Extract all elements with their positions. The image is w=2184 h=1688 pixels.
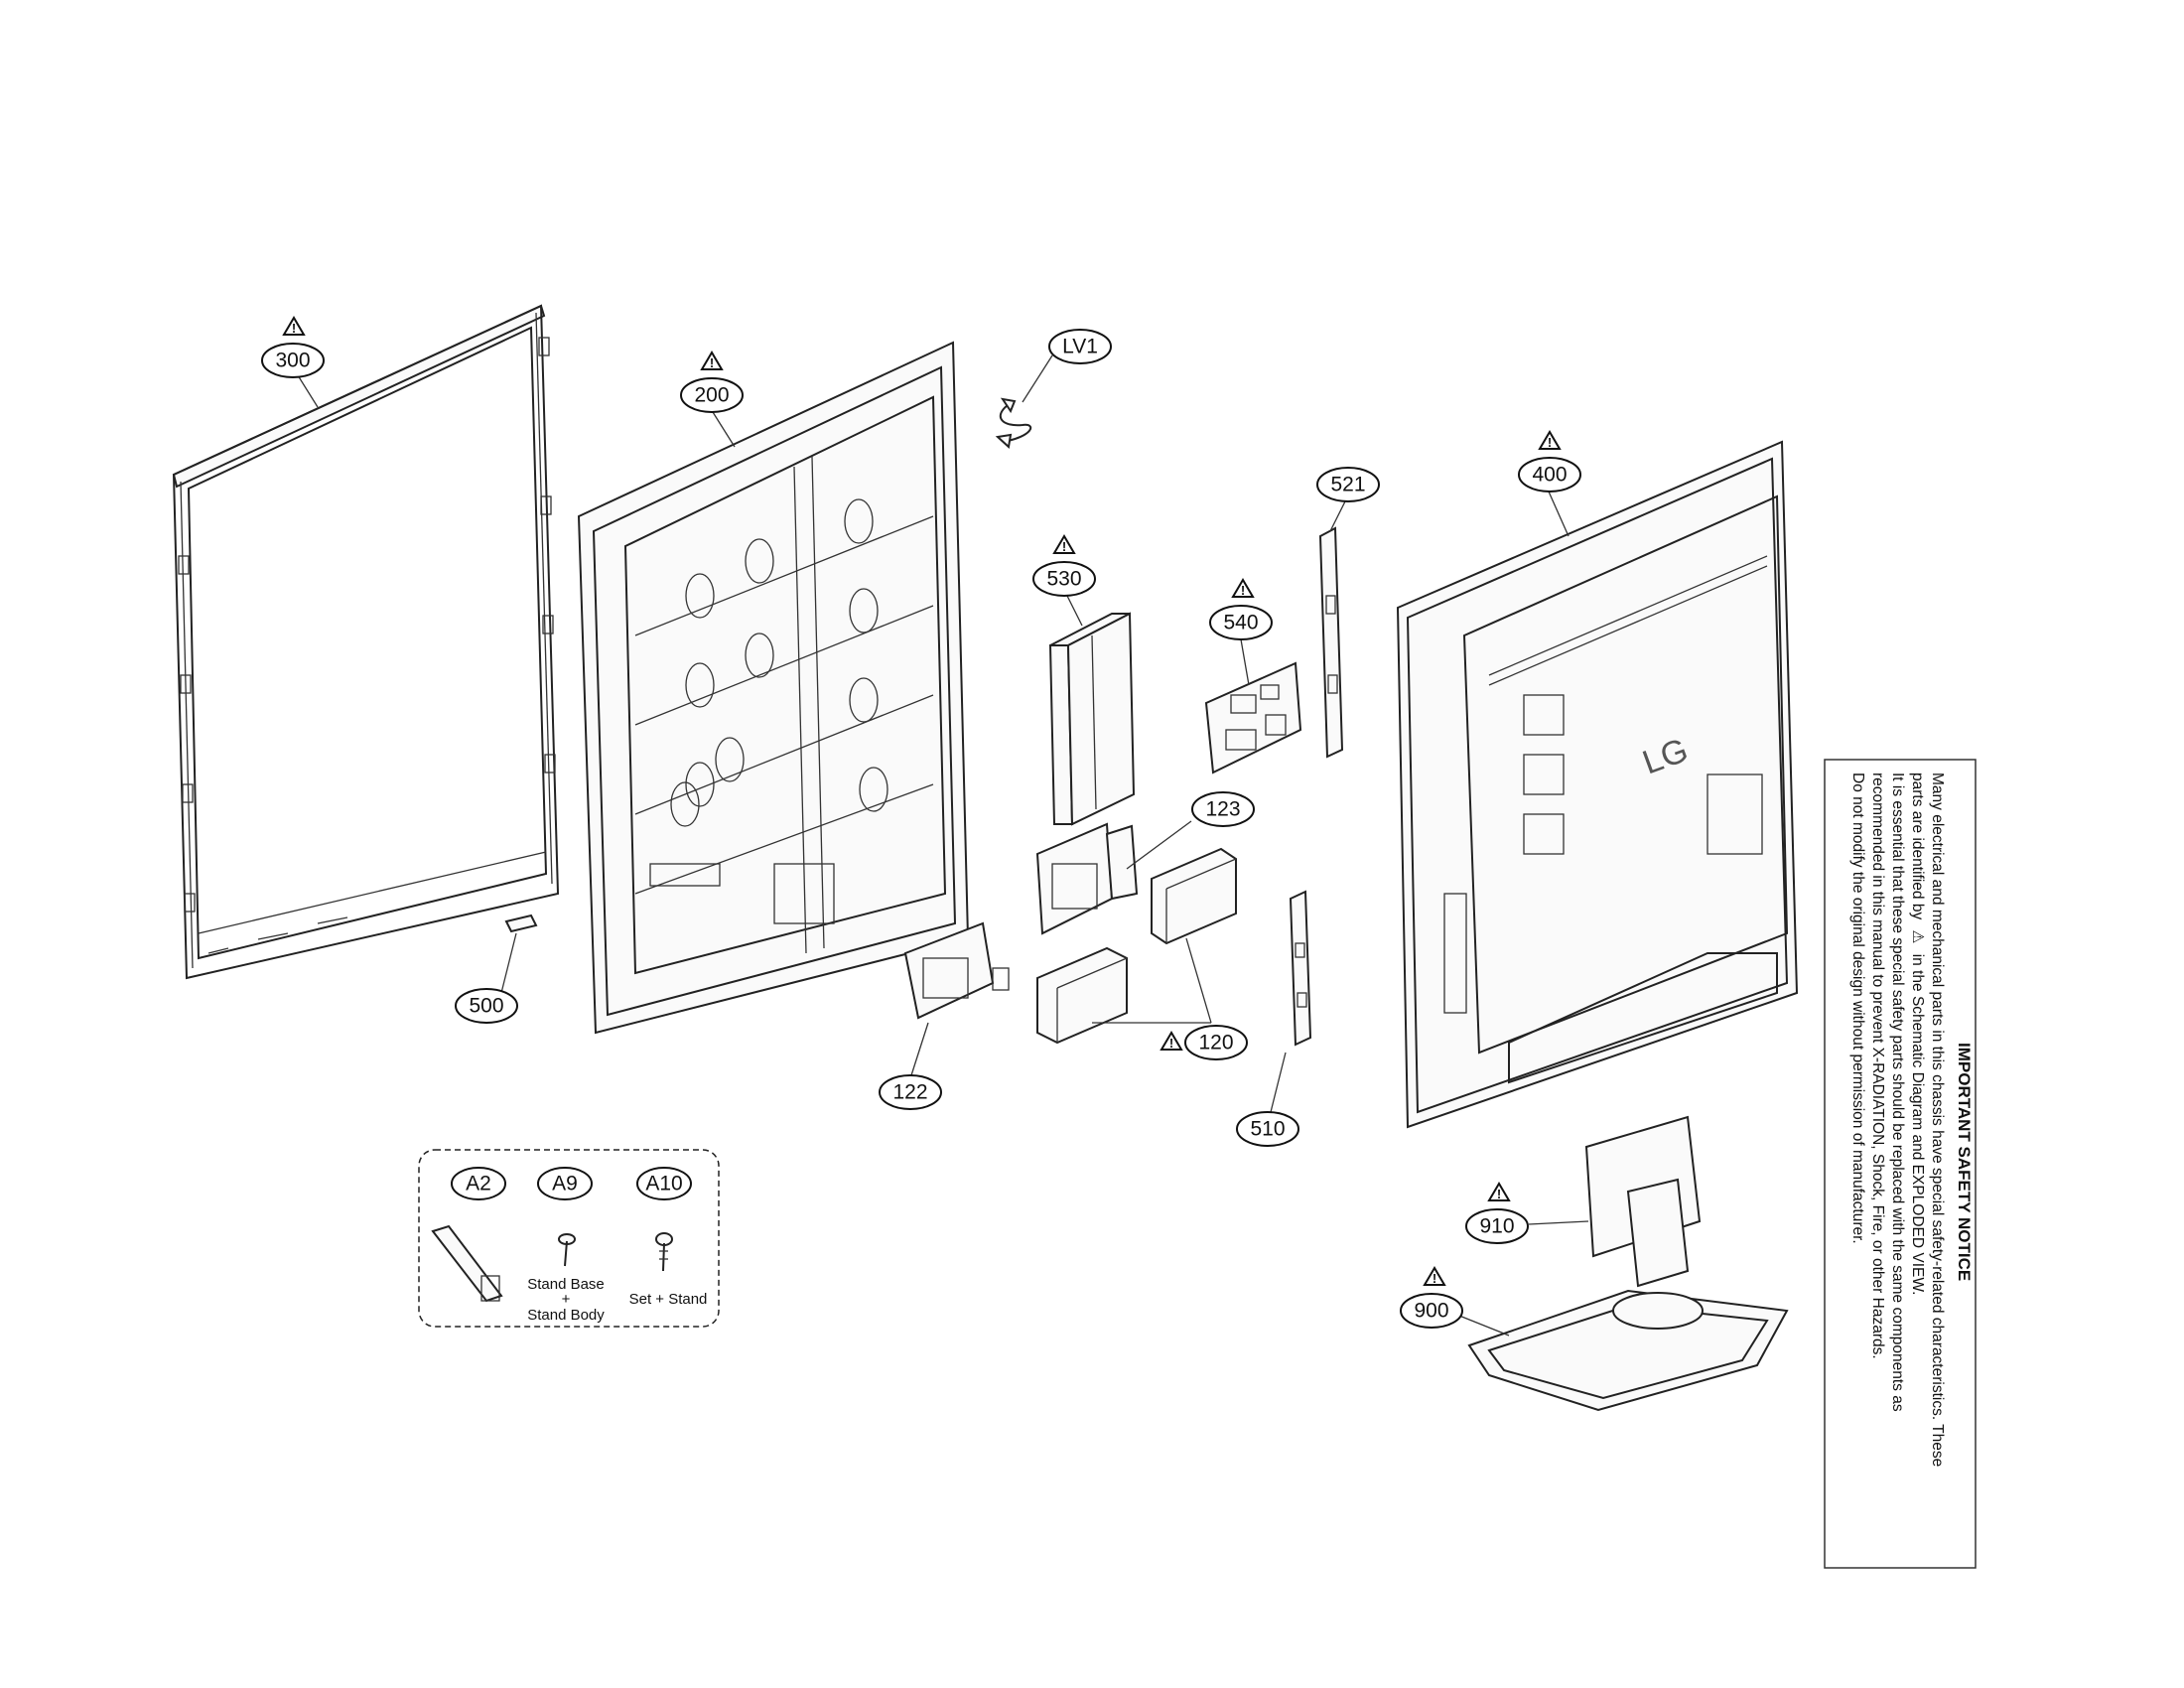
callout-530: 530 bbox=[1032, 561, 1096, 597]
callout-120: 120 bbox=[1184, 1025, 1248, 1060]
callout-a2: A2 bbox=[451, 1167, 506, 1200]
safety-notice-box: IMPORTANT SAFETY NOTICE Many electrical … bbox=[1824, 759, 1977, 1569]
callout-910: 910 bbox=[1465, 1208, 1529, 1244]
svg-text:!: ! bbox=[292, 321, 296, 336]
callout-123: 123 bbox=[1191, 791, 1255, 827]
warning-icon: ! bbox=[1231, 578, 1255, 598]
part-400-back-cover: LG bbox=[1396, 440, 1799, 1129]
part-300-front-frame bbox=[172, 304, 560, 980]
warning-icon: ! bbox=[700, 351, 724, 370]
part-123-bracket bbox=[1035, 822, 1139, 935]
svg-text:A2: A2 bbox=[466, 1173, 491, 1196]
warning-icon: ! bbox=[1052, 534, 1076, 554]
part-122-bracket bbox=[903, 921, 1010, 1020]
svg-text:900: 900 bbox=[1414, 1300, 1448, 1323]
callout-510: 510 bbox=[1236, 1111, 1299, 1147]
callout-500: 500 bbox=[455, 988, 518, 1024]
part-540-main-board bbox=[1204, 661, 1302, 774]
svg-text:510: 510 bbox=[1250, 1118, 1285, 1141]
callout-300: 300 bbox=[261, 343, 325, 378]
part-910-stand-body bbox=[1584, 1115, 1702, 1288]
warning-icon: ! bbox=[1487, 1182, 1511, 1201]
part-120-speaker-right bbox=[1151, 847, 1237, 945]
svg-text:521: 521 bbox=[1330, 474, 1365, 496]
part-510-side-board bbox=[1289, 890, 1312, 1047]
a10-label-line1: Set + Stand bbox=[629, 1291, 708, 1308]
svg-text:500: 500 bbox=[469, 995, 503, 1018]
svg-text:540: 540 bbox=[1223, 612, 1258, 634]
safety-notice-line2-post: in the Schematic Diagram and EXPLODED VI… bbox=[1909, 954, 1926, 1296]
svg-text:LV1: LV1 bbox=[1062, 336, 1098, 358]
svg-text:910: 910 bbox=[1479, 1215, 1514, 1238]
safety-notice-line5: Do not modify the original design withou… bbox=[1849, 773, 1866, 1244]
safety-notice-line2-pre: parts are identified by bbox=[1909, 773, 1926, 919]
a9-label-line3: Stand Body bbox=[527, 1307, 605, 1324]
callout-a10: A10 bbox=[636, 1167, 692, 1200]
safety-notice-line1: Many electrical and mechanical parts in … bbox=[1929, 773, 1946, 1467]
svg-text:A10: A10 bbox=[645, 1173, 682, 1196]
svg-text:!: ! bbox=[1062, 539, 1066, 554]
part-a2-cable-holder bbox=[431, 1224, 503, 1303]
part-500-clip bbox=[504, 914, 538, 933]
warning-icon: ! bbox=[1538, 430, 1562, 450]
callout-400: 400 bbox=[1518, 457, 1581, 492]
safety-notice-line3: It is essential that these special safet… bbox=[1889, 773, 1906, 1412]
svg-text:A9: A9 bbox=[552, 1173, 578, 1196]
callout-900: 900 bbox=[1400, 1293, 1463, 1329]
a9-label-line2: + bbox=[562, 1291, 571, 1308]
part-a10-screw bbox=[655, 1232, 673, 1272]
svg-text:!: ! bbox=[1433, 1271, 1436, 1286]
part-200-lcd-module bbox=[577, 341, 970, 1035]
part-521-bracket bbox=[1318, 526, 1344, 759]
part-a9-screw bbox=[558, 1233, 576, 1267]
svg-text:300: 300 bbox=[275, 350, 310, 372]
part-lv1-cable bbox=[995, 397, 1032, 449]
accessories-box bbox=[418, 1149, 720, 1328]
warning-icon: ! bbox=[1160, 1031, 1183, 1051]
callout-540: 540 bbox=[1209, 605, 1273, 640]
a9-label-line1: Stand Base bbox=[527, 1276, 605, 1293]
callout-200: 200 bbox=[680, 377, 744, 413]
callout-122: 122 bbox=[879, 1074, 942, 1110]
warning-icon: ! bbox=[282, 316, 306, 336]
part-900-stand-base bbox=[1467, 1289, 1789, 1412]
callout-lv1: LV1 bbox=[1048, 329, 1112, 364]
svg-text:123: 123 bbox=[1205, 798, 1240, 821]
part-120-speaker-left bbox=[1036, 946, 1128, 1045]
callout-a9: A9 bbox=[537, 1167, 593, 1200]
svg-text:122: 122 bbox=[892, 1081, 927, 1104]
svg-text:400: 400 bbox=[1532, 464, 1567, 487]
svg-text:!: ! bbox=[710, 355, 714, 370]
safety-notice-title: IMPORTANT SAFETY NOTICE bbox=[1955, 1043, 1974, 1281]
part-530-power-supply bbox=[1048, 612, 1136, 826]
callout-521: 521 bbox=[1316, 467, 1380, 502]
svg-text:530: 530 bbox=[1046, 568, 1081, 591]
svg-text:!: ! bbox=[1497, 1187, 1501, 1201]
safety-notice-line4: recommended in this manual to prevent X-… bbox=[1869, 773, 1886, 1359]
svg-text:!: ! bbox=[1169, 1036, 1173, 1051]
svg-text:120: 120 bbox=[1198, 1032, 1233, 1055]
svg-text:!: ! bbox=[1548, 435, 1552, 450]
svg-text:200: 200 bbox=[694, 384, 729, 407]
warning-icon: ! bbox=[1423, 1266, 1446, 1286]
svg-text:!: ! bbox=[1241, 583, 1245, 598]
svg-text:parts are identified by: parts are identified by ⚠ in the Schemat… bbox=[1909, 773, 1926, 1295]
